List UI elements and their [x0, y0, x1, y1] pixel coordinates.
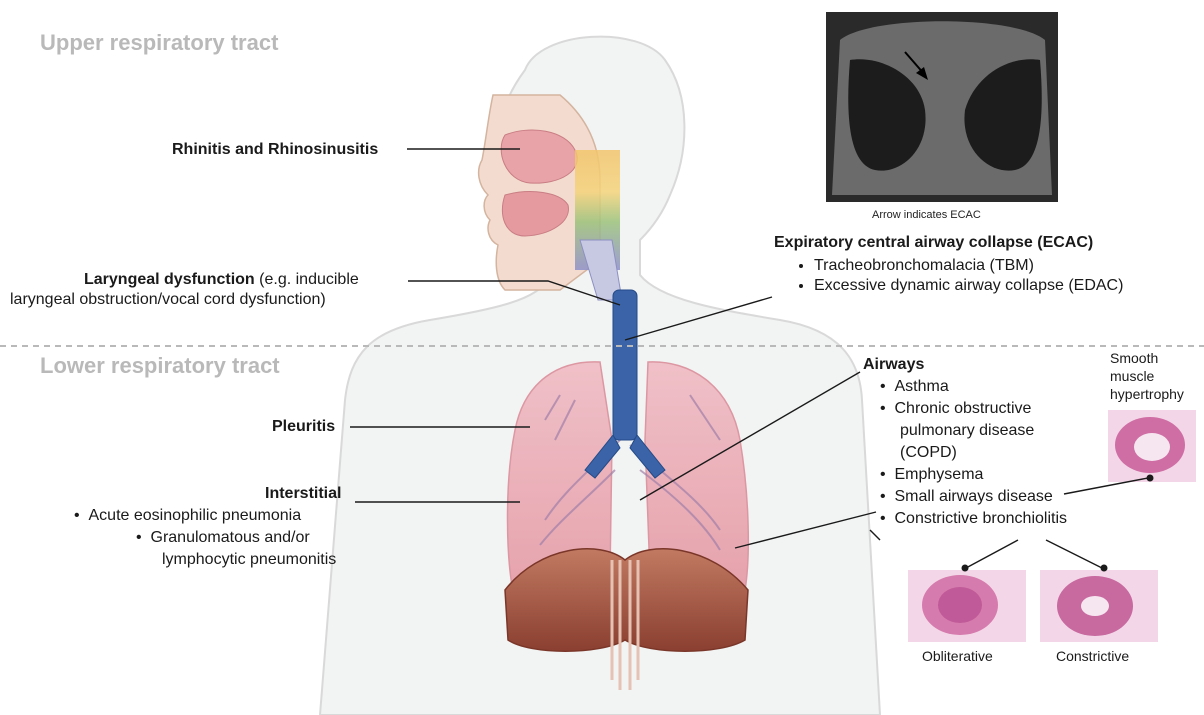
interstitial-title: Interstitial — [265, 485, 341, 503]
lower-respiratory-tract-heading: Lower respiratory tract — [40, 353, 280, 379]
airways-item-asthma: • Asthma — [880, 378, 949, 396]
ecac-list: Tracheobronchomalacia (TBM) Excessive dy… — [796, 256, 1123, 296]
airways-item-constrictive-bronchiolitis-text: Constrictive bronchiolitis — [895, 510, 1068, 527]
histology-constrictive-image — [1040, 570, 1158, 642]
ct-scan-image — [826, 12, 1058, 202]
ecac-item-edac: Excessive dynamic airway collapse (EDAC) — [814, 276, 1123, 296]
airways-item-copd-line2: pulmonary disease — [900, 422, 1034, 440]
airways-item-copd: • Chronic obstructive — [880, 400, 1031, 418]
interstitial-item-aep: • Acute eosinophilic pneumonia — [74, 507, 301, 525]
histology-smooth-muscle-image — [1108, 410, 1196, 482]
ecac-title: Expiratory central airway collapse (ECAC… — [774, 234, 1093, 252]
airways-item-emphysema-text: Emphysema — [895, 466, 984, 483]
laryngeal-suffix: (e.g. inducible — [255, 271, 359, 288]
ecac-item-tbm: Tracheobronchomalacia (TBM) — [814, 256, 1123, 276]
airways-item-small-airways-text: Small airways disease — [895, 488, 1053, 505]
ct-caption: Arrow indicates ECAC — [872, 209, 981, 221]
rhinitis-label: Rhinitis and Rhinosinusitis — [172, 141, 378, 159]
laryngeal-dysfunction-label: Laryngeal dysfunction (e.g. inducible — [84, 271, 359, 289]
airways-item-constrictive-bronchiolitis: • Constrictive bronchiolitis — [880, 510, 1067, 528]
laryngeal-line2: laryngeal obstruction/vocal cord dysfunc… — [10, 291, 326, 309]
airways-item-copd-line3: (COPD) — [900, 444, 957, 462]
interstitial-item-aep-text: Acute eosinophilic pneumonia — [89, 507, 302, 524]
airways-item-small-airways: • Small airways disease — [880, 488, 1053, 506]
pleuritis-label: Pleuritis — [272, 418, 335, 436]
interstitial-item-gran: • Granulomatous and/or — [136, 529, 310, 547]
smooth-muscle-label-line3: hypertrophy — [1110, 386, 1184, 402]
smooth-muscle-label-line2: muscle — [1110, 368, 1154, 384]
obliterative-label: Obliterative — [922, 648, 993, 664]
constrictive-label: Constrictive — [1056, 648, 1129, 664]
airways-title: Airways — [863, 356, 924, 374]
interstitial-item-gran-line2: lymphocytic pneumonitis — [162, 551, 336, 569]
airways-item-asthma-text: Asthma — [895, 378, 949, 395]
interstitial-item-gran-text: Granulomatous and/or — [151, 529, 310, 546]
airways-item-emphysema: • Emphysema — [880, 466, 983, 484]
laryngeal-title: Laryngeal dysfunction — [84, 271, 255, 288]
histology-obliterative-image — [908, 570, 1026, 642]
smooth-muscle-label-line1: Smooth — [1110, 350, 1158, 366]
airways-item-copd-text: Chronic obstructive — [895, 400, 1032, 417]
upper-respiratory-tract-heading: Upper respiratory tract — [40, 30, 278, 56]
